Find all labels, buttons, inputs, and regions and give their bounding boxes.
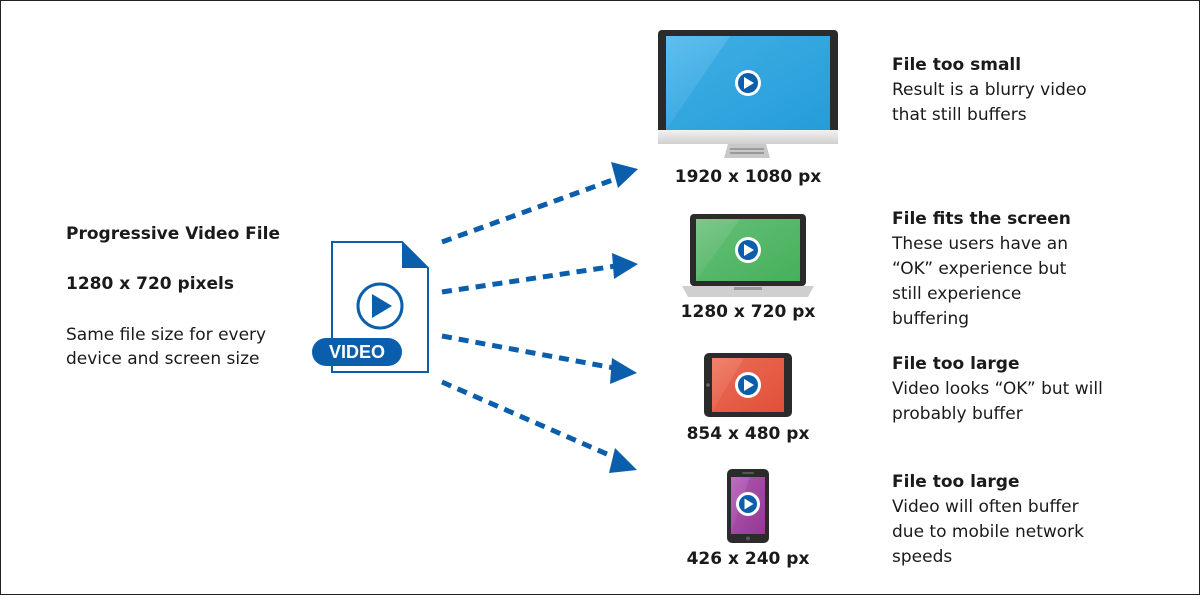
- video-file-icon: [312, 241, 429, 373]
- phone-note-body: Video will often buffer due to mobile ne…: [892, 497, 1084, 567]
- tablet-note: File too large Video looks “OK” but will…: [892, 352, 1172, 427]
- laptop-note: File fits the screen These users have an…: [892, 207, 1172, 332]
- arrow-to-desktop: [441, 175, 619, 245]
- desktop-note-body: Result is a blurry video that still buff…: [892, 80, 1087, 125]
- phone-caption: 426 x 240 px: [686, 549, 810, 569]
- tablet-note-title: File too large: [892, 354, 1020, 374]
- laptop-note-body: These users have an “OK” experience but …: [892, 234, 1068, 329]
- tablet-icon: [704, 353, 792, 417]
- arrows: [440, 175, 619, 461]
- arrow-to-tablet: [441, 333, 615, 371]
- tablet-caption: 854 x 480 px: [686, 424, 810, 444]
- desktop-note: File too small Result is a blurry video …: [892, 53, 1172, 128]
- source-description: Same file size for every device and scre…: [66, 325, 267, 369]
- laptop-caption: 1280 x 720 px: [680, 302, 816, 322]
- desktop-note-title: File too small: [892, 55, 1022, 75]
- laptop-note-title: File fits the screen: [892, 209, 1071, 229]
- arrowheads: [609, 162, 638, 473]
- video-badge-label: VIDEO: [329, 342, 385, 362]
- phone-icon: [727, 469, 769, 543]
- desktop-caption: 1920 x 1080 px: [674, 167, 822, 187]
- phone-note-title: File too large: [892, 472, 1020, 492]
- phone-note: File too large Video will often buffer d…: [892, 470, 1172, 570]
- source-title: Progressive Video File: [66, 224, 280, 244]
- source-resolution: 1280 x 720 pixels: [66, 274, 234, 294]
- arrow-to-phone: [440, 379, 618, 461]
- tablet-note-body: Video looks “OK” but will probably buffe…: [892, 379, 1103, 424]
- desktop-monitor-icon: [658, 30, 838, 158]
- arrow-to-laptop: [441, 263, 617, 295]
- laptop-icon: [682, 214, 814, 297]
